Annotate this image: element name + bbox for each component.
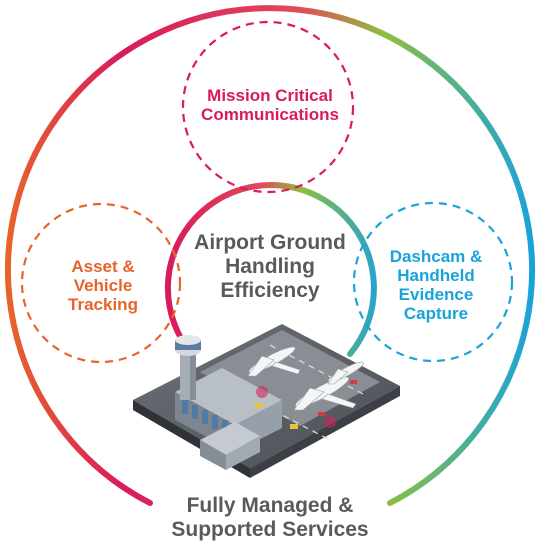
mission-line-2: Communications bbox=[201, 105, 339, 125]
core-efficiency-label: Airport Ground Handling Efficiency bbox=[170, 231, 370, 303]
dashcam-line-1: Dashcam & bbox=[389, 247, 483, 266]
core-line-1: Airport Ground bbox=[194, 231, 346, 254]
asset-line-1: Asset & bbox=[71, 257, 135, 276]
outer-ring bbox=[5, 5, 535, 506]
mission-dashed-circle bbox=[181, 20, 355, 194]
inner-ring bbox=[164, 182, 377, 357]
dashcam-line-4: Capture bbox=[403, 304, 469, 324]
core-line-2: Handling bbox=[225, 255, 315, 279]
mission-line-1: Mission Critical bbox=[207, 86, 333, 105]
mission-critical-label: Mission Critical Communications bbox=[168, 86, 372, 124]
airport-illustration-icon bbox=[133, 324, 400, 478]
managed-services-label: Fully Managed & Supported Services bbox=[130, 494, 410, 542]
dashcam-capture-label: Dashcam & Handheld Evidence Capture bbox=[366, 247, 506, 323]
asset-line-3: Tracking bbox=[68, 295, 138, 315]
outer-line-1: Fully Managed & bbox=[186, 494, 354, 517]
asset-line-2: Vehicle bbox=[73, 276, 133, 296]
core-line-3: Efficiency bbox=[220, 279, 320, 303]
asset-tracking-label: Asset & Vehicle Tracking bbox=[38, 257, 168, 314]
dashcam-line-2: Handheld bbox=[397, 266, 475, 286]
dashcam-dashed-circle bbox=[352, 201, 514, 363]
dashcam-line-3: Evidence bbox=[398, 285, 474, 305]
asset-dashed-circle bbox=[20, 202, 182, 364]
outer-line-2: Supported Services bbox=[171, 518, 369, 542]
